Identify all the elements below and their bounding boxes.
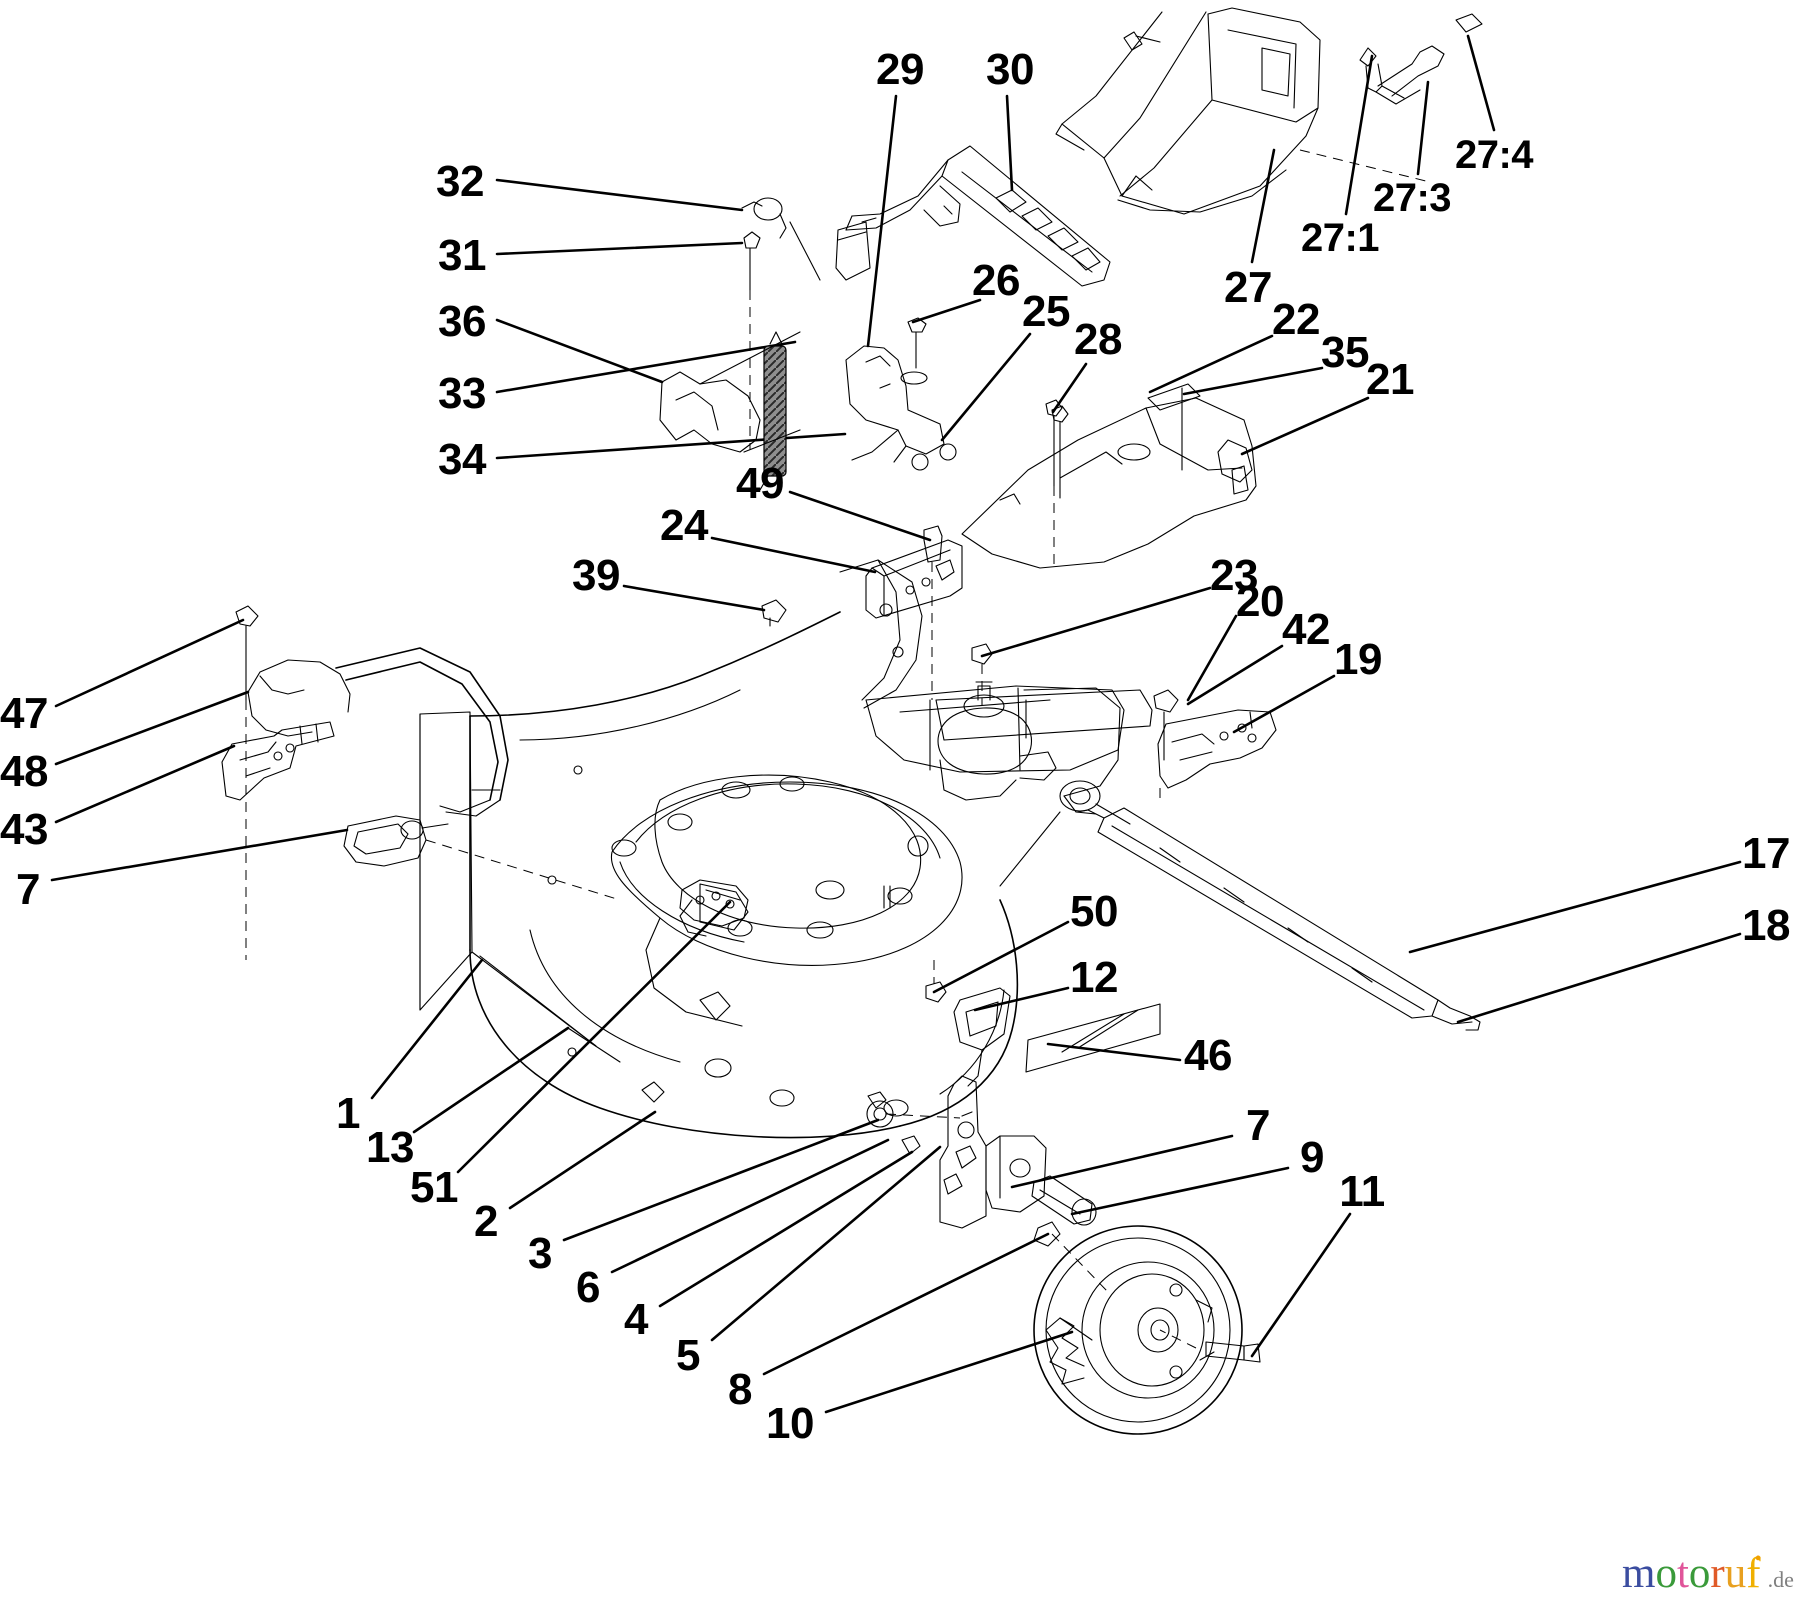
callout-9: 9 <box>1300 1133 1324 1182</box>
callout-27: 27 <box>1224 263 1272 312</box>
callout-1: 1 <box>336 1089 360 1138</box>
logo-letter-o2: o <box>1688 1550 1711 1597</box>
logo-letter-r: r <box>1710 1550 1725 1597</box>
callout-19: 19 <box>1334 635 1382 684</box>
callout-13: 13 <box>366 1123 414 1172</box>
callout-50: 50 <box>1070 887 1118 936</box>
callout-11: 11 <box>1339 1167 1385 1216</box>
logo-letter-f: f <box>1746 1550 1761 1597</box>
callout-12: 12 <box>1070 953 1118 1002</box>
logo-dot-accent: • <box>1754 1548 1762 1570</box>
right-cover <box>961 383 1257 569</box>
mower-deck <box>419 559 1153 1139</box>
callout-51: 51 <box>410 1163 458 1212</box>
callout-39: 39 <box>572 551 620 600</box>
callout-34: 34 <box>438 435 486 484</box>
callout-46: 46 <box>1184 1031 1232 1080</box>
callout-30: 30 <box>986 45 1034 94</box>
callout-49: 49 <box>736 459 784 508</box>
callout-42: 42 <box>1282 605 1330 654</box>
front-deck-hook <box>679 879 749 927</box>
callout-35: 35 <box>1321 328 1369 377</box>
leader-lines <box>50 34 1742 1414</box>
logo-suffix-de: .de <box>1767 1567 1794 1592</box>
upper-bracket <box>845 317 1063 566</box>
bracket-and-fasteners-mid <box>761 525 993 706</box>
callout-29: 29 <box>876 45 924 94</box>
callout-17: 17 <box>1742 829 1790 878</box>
callout-4: 4 <box>624 1295 648 1344</box>
callout-27-1: 27:1 <box>1300 216 1380 260</box>
height-adjust-and-wheel <box>479 955 1261 1435</box>
callout-18: 18 <box>1742 901 1790 950</box>
callout-7-left: 7 <box>16 865 40 914</box>
callout-5: 5 <box>676 1331 700 1380</box>
callout-27-4: 27:4 <box>1454 133 1534 177</box>
callout-8: 8 <box>728 1365 752 1414</box>
left-handle-bracket <box>221 605 621 960</box>
chute-and-rod <box>835 145 1111 287</box>
callout-28: 28 <box>1074 315 1122 364</box>
callout-23: 23 <box>1210 551 1258 600</box>
bag-hardware <box>1359 13 1483 105</box>
logo-letter-u: u <box>1724 1550 1747 1597</box>
callout-7-right: 7 <box>1246 1101 1270 1150</box>
callout-6: 6 <box>576 1263 600 1312</box>
rod-and-bolt-top-left <box>741 197 821 450</box>
callout-31: 31 <box>438 231 486 280</box>
callout-27-3: 27:3 <box>1372 176 1452 220</box>
logo-letter-o1: o <box>1655 1550 1677 1597</box>
callout-26: 26 <box>972 256 1020 305</box>
logo-letter-m: m <box>1622 1550 1656 1597</box>
callout-3: 3 <box>528 1229 552 1278</box>
callout-22: 22 <box>1272 295 1320 344</box>
callout-24: 24 <box>660 501 708 550</box>
callout-47: 47 <box>0 689 48 738</box>
control-rod-right <box>1077 807 1481 1031</box>
callout-2: 2 <box>474 1197 498 1246</box>
callout-32: 32 <box>436 157 484 206</box>
callout-21: 21 <box>1366 355 1414 404</box>
callout-48: 48 <box>0 747 48 796</box>
callout-43: 43 <box>0 805 48 854</box>
callout-36: 36 <box>438 297 486 346</box>
left-shroud <box>659 331 801 453</box>
callout-10: 10 <box>766 1399 814 1448</box>
grass-bag-assembly <box>1055 7 1431 215</box>
logo-letter-t: t <box>1676 1550 1689 1597</box>
tension-spring <box>751 331 787 493</box>
callout-25: 25 <box>1022 287 1070 336</box>
motoruf-logo[interactable]: motoruf•.de <box>1622 1548 1794 1597</box>
callout-20: 20 <box>1236 577 1284 626</box>
right-handle-bracket <box>1153 689 1277 800</box>
callout-33: 33 <box>438 369 486 418</box>
